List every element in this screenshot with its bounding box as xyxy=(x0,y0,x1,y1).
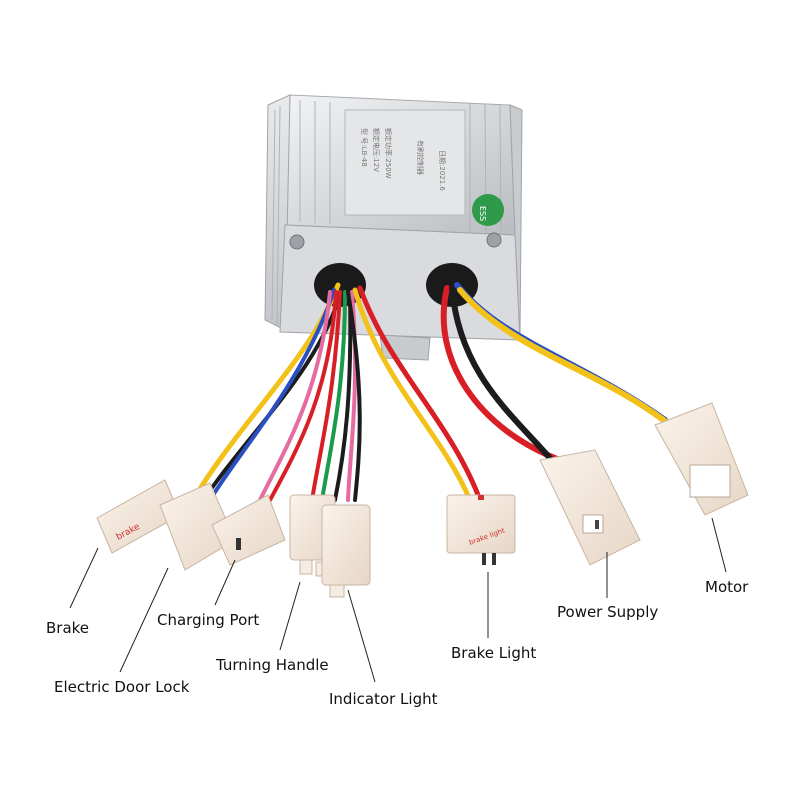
label-motor: Motor xyxy=(705,578,749,596)
label-power-supply: Power Supply xyxy=(557,603,659,621)
power-supply-connector xyxy=(539,449,641,566)
label-turning-handle: Turning Handle xyxy=(216,656,329,674)
leader-lines xyxy=(69,517,727,683)
green-sticker xyxy=(472,194,504,226)
wire-pink-charging xyxy=(258,290,332,502)
controller-box: 型 号:LB-48 额定电压:12V 额定功率:250W 有刷控制器 日期:20… xyxy=(264,94,523,361)
box-label-line-3: 额定功率:250W xyxy=(384,128,393,179)
wire-black-handle xyxy=(333,290,353,502)
leader-brake xyxy=(69,547,99,609)
charging-port-connector xyxy=(211,494,286,566)
label-indicator-light: Indicator Light xyxy=(329,690,438,708)
wire-red-brake-light xyxy=(357,285,483,503)
indicator-light-connector xyxy=(321,504,371,598)
wire-red-power xyxy=(440,285,563,463)
label-electric-door-lock: Electric Door Lock xyxy=(54,678,190,696)
label-brake-light: Brake Light xyxy=(451,644,537,662)
box-label-line-4: 有刷控制器 xyxy=(416,140,425,175)
box-label-line-5: 日期:2021.6 xyxy=(438,150,446,191)
wire-bundle xyxy=(187,282,673,508)
motor-connector xyxy=(654,402,749,516)
box-label-line-1: 型 号:LB-48 xyxy=(360,128,369,167)
screw-left xyxy=(289,234,305,250)
label-brake: Brake xyxy=(46,619,90,637)
green-sticker-text: ESS xyxy=(478,206,487,221)
leader-indicator-light xyxy=(347,589,376,683)
wire-red-handle xyxy=(310,290,342,502)
leader-electric-door-lock xyxy=(119,567,169,673)
wire-blue-door-lock xyxy=(208,288,336,502)
leader-motor xyxy=(711,517,727,573)
box-label-plate xyxy=(344,109,466,216)
wire-red-charging xyxy=(268,290,338,502)
wire-black-indicator xyxy=(346,290,362,502)
leader-turning-handle xyxy=(279,581,301,651)
brake-light-connector: brake light xyxy=(446,494,516,565)
brake-connector: brake xyxy=(96,479,181,554)
screw-right xyxy=(486,232,502,248)
box-label-line-2: 额定电压:12V xyxy=(372,128,381,172)
wire-yellow-motor xyxy=(457,287,673,428)
wire-black-power xyxy=(449,285,563,473)
leader-charging-port xyxy=(214,559,236,606)
wire-green-handle xyxy=(320,290,347,502)
wire-yellow-brake-light xyxy=(352,287,473,503)
label-charging-port: Charging Port xyxy=(157,611,260,629)
